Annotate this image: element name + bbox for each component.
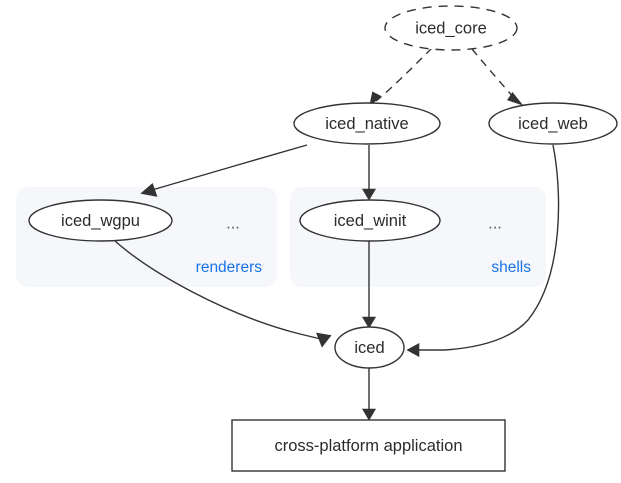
node-iced-shape[interactable] — [334, 326, 405, 369]
cluster-renderers-label: renderers — [196, 259, 263, 276]
node-iced-web-label: iced_web — [518, 115, 588, 133]
node-iced-native-shape[interactable] — [293, 102, 441, 145]
shells-ellipsis-label: ... — [488, 214, 502, 232]
edge-iced-to-application-arrowhead — [361, 408, 377, 421]
edge-iced-core-to-iced-native — [369, 47, 433, 108]
cluster-shells-label: shells — [491, 259, 531, 276]
node-cross-platform-application[interactable]: cross-platform application — [231, 419, 506, 472]
node-iced-label: iced — [354, 339, 384, 357]
node-iced[interactable]: iced — [334, 326, 405, 369]
edge-iced-native-to-iced-wgpu-line — [151, 144, 308, 191]
edge-iced-web-to-iced-line — [418, 144, 560, 351]
node-iced-web[interactable]: iced_web — [488, 102, 618, 145]
edge-iced-core-to-iced-native-line — [375, 47, 433, 102]
node-iced-winit-label: iced_winit — [334, 212, 407, 230]
edge-iced-native-to-iced-wgpu — [140, 144, 308, 197]
edge-iced-winit-to-iced-arrowhead — [361, 316, 377, 329]
edge-iced-core-to-iced-web — [471, 48, 524, 106]
edge-iced-native-to-iced-winit-arrowhead — [361, 188, 377, 201]
edge-iced-to-application — [361, 368, 377, 421]
node-iced-wgpu-label: iced_wgpu — [61, 212, 140, 230]
edge-iced-web-to-iced — [406, 144, 560, 358]
edge-iced-wgpu-to-iced — [114, 240, 332, 348]
node-iced-winit[interactable]: iced_winit — [299, 199, 441, 242]
node-iced-wgpu[interactable]: iced_wgpu — [28, 199, 173, 242]
edge-iced-native-to-iced-winit — [361, 145, 377, 201]
edge-iced-native-to-iced-wgpu-arrowhead — [140, 182, 158, 197]
node-cross-platform-application-label: cross-platform application — [275, 437, 463, 455]
edge-iced-web-to-iced-arrowhead — [406, 342, 420, 358]
edge-iced-wgpu-to-iced-line — [114, 240, 326, 341]
edge-iced-winit-to-iced — [361, 241, 377, 329]
node-iced-web-shape[interactable] — [488, 102, 618, 145]
node-iced-wgpu-shape[interactable] — [28, 199, 173, 242]
node-iced-native[interactable]: iced_native — [293, 102, 441, 145]
edge-iced-core-to-iced-web-line — [471, 48, 518, 102]
edge-iced-core-to-iced-web-arrowhead — [507, 91, 524, 106]
node-iced-core[interactable]: iced_core — [384, 5, 518, 51]
renderers-ellipsis-label: ... — [226, 214, 240, 232]
node-iced-core-label: iced_core — [415, 19, 487, 37]
node-iced-core-shape[interactable] — [384, 5, 518, 51]
edge-iced-wgpu-to-iced-arrowhead — [316, 332, 332, 348]
node-iced-winit-shape[interactable] — [299, 199, 441, 242]
node-iced-native-label: iced_native — [325, 115, 408, 133]
node-cross-platform-application-shape[interactable] — [231, 419, 506, 472]
